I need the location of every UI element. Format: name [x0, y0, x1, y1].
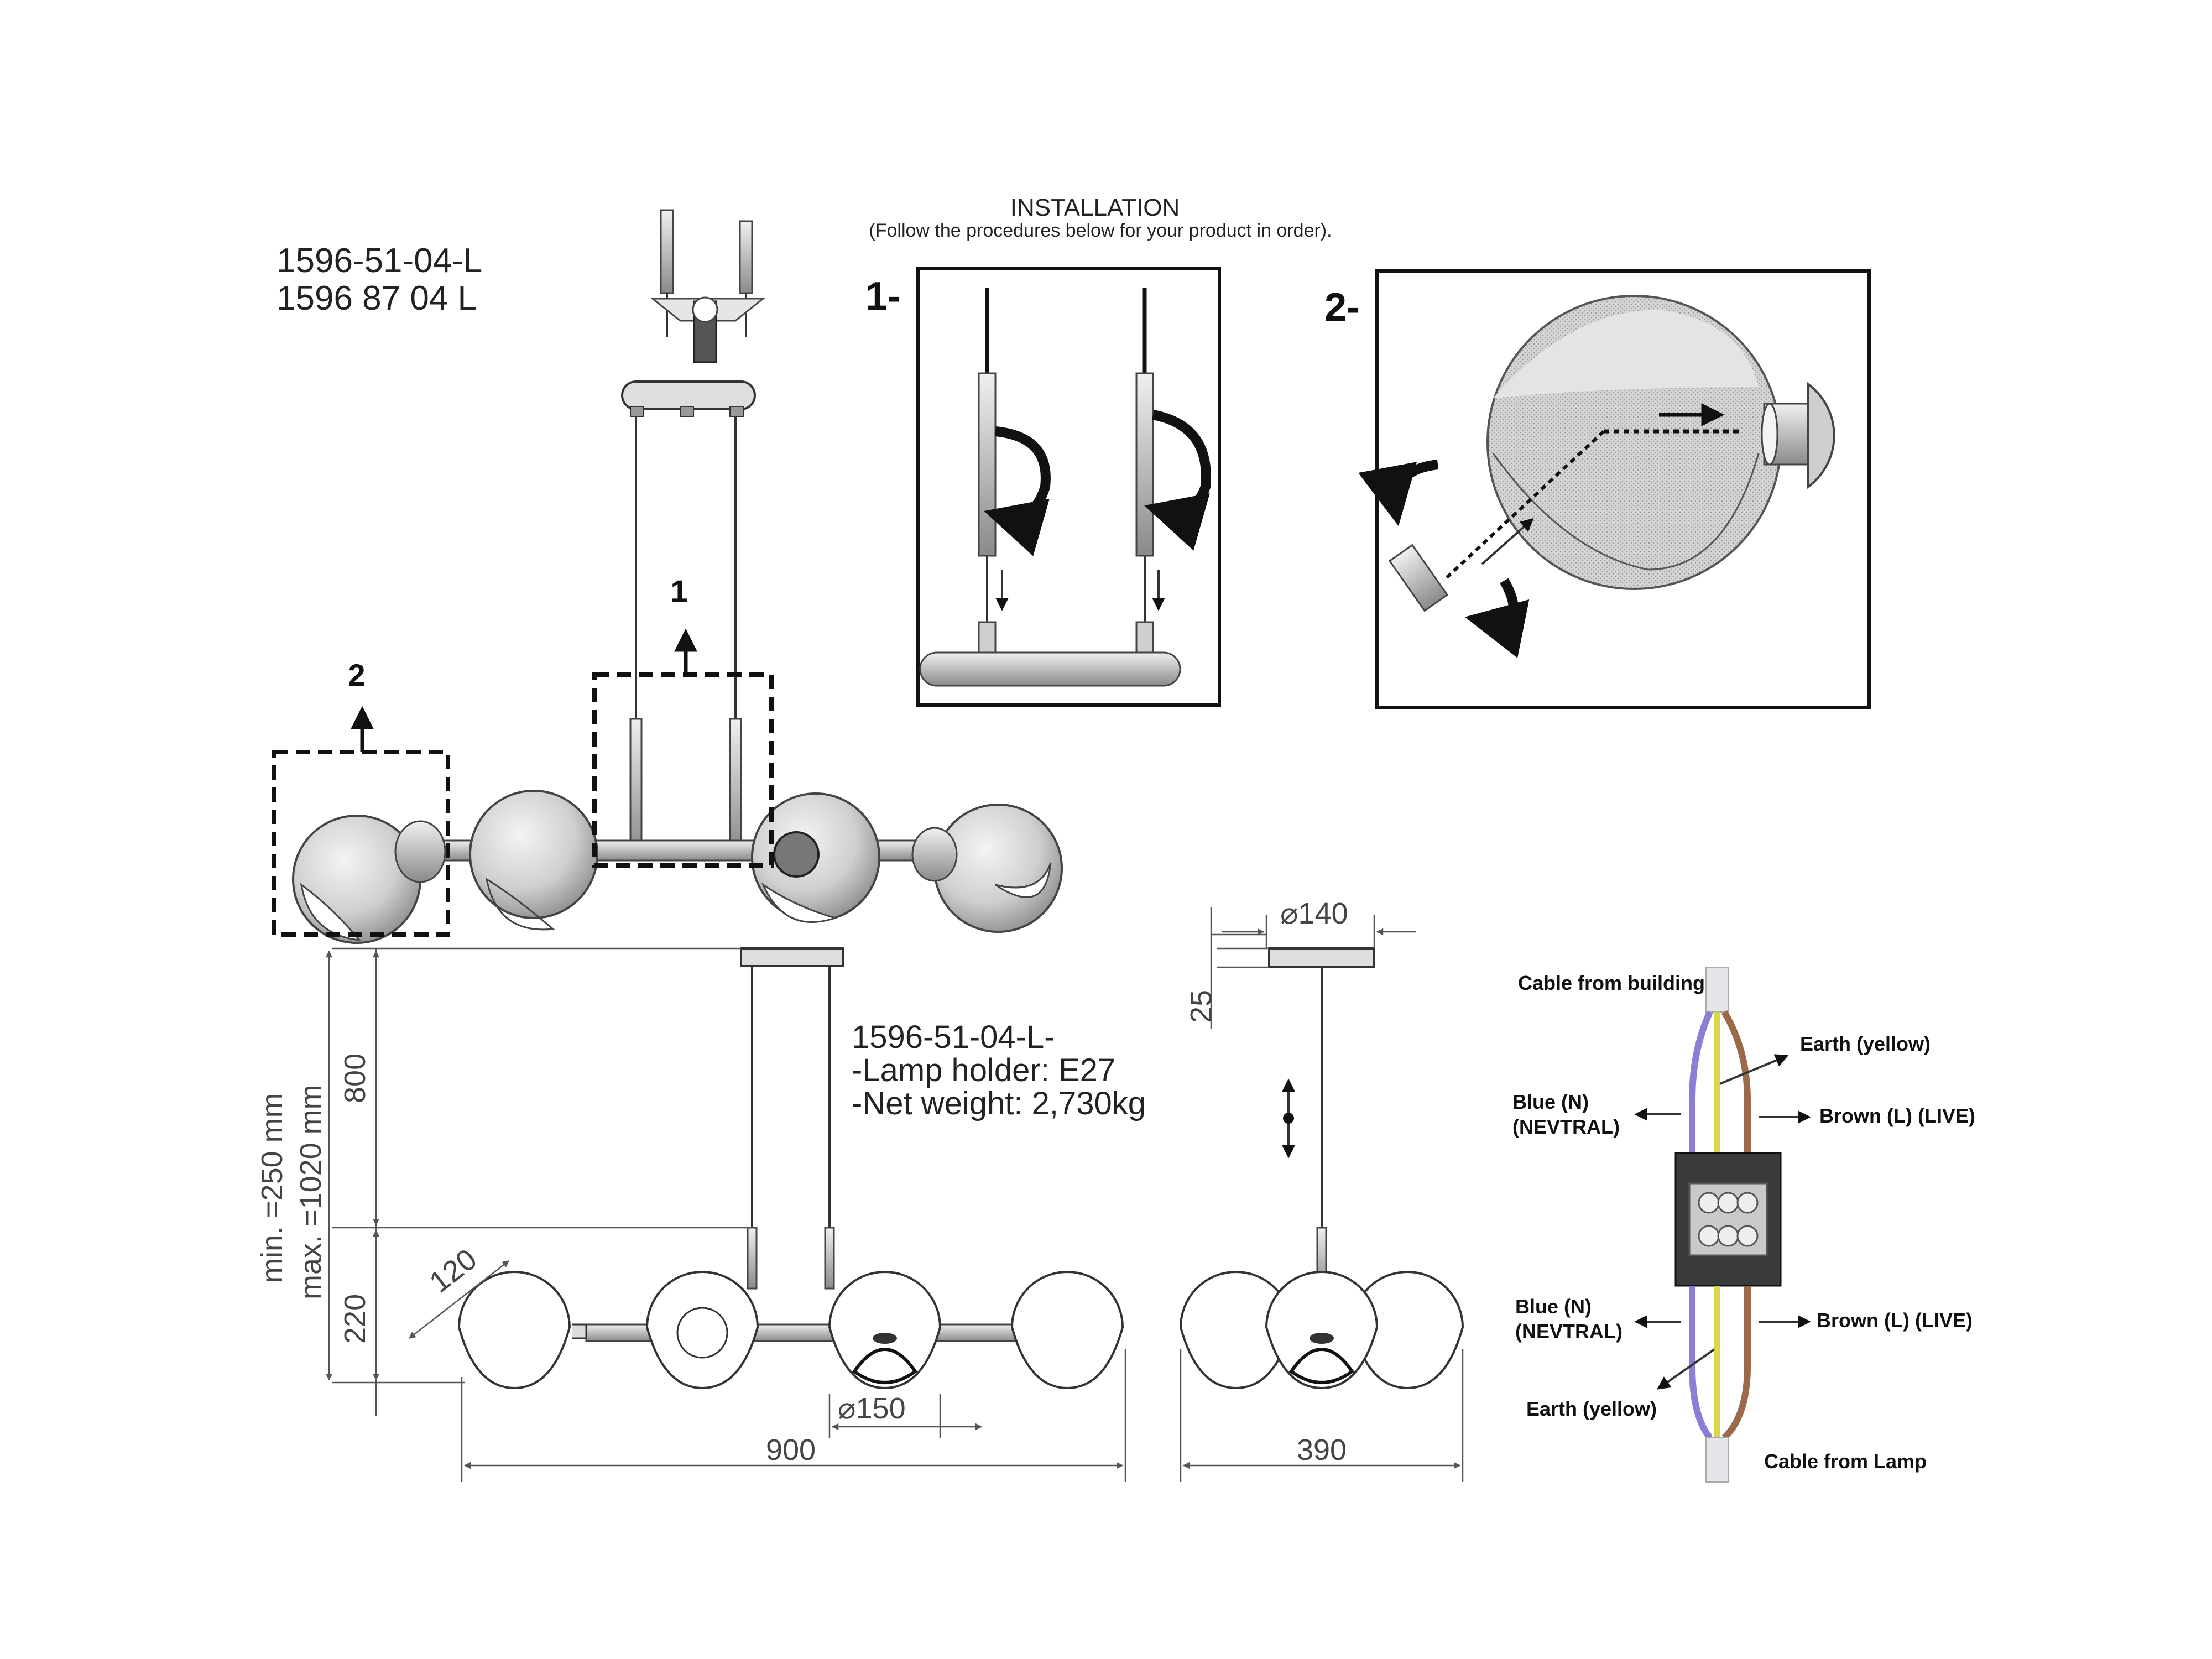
front-dimensions [325, 947, 1126, 1482]
dimension-cable-length: 800 [338, 1053, 372, 1103]
wiring-diagram [1634, 967, 1811, 1483]
step-2-label: 2- [1324, 285, 1360, 330]
label-brown-top: Brown (L) (LIVE) [1819, 1104, 1975, 1127]
callout-number-2: 2 [348, 658, 365, 692]
label-cable-from-lamp: Cable from Lamp [1764, 1450, 1927, 1473]
label-earth-top: Earth (yellow) [1800, 1032, 1931, 1055]
wire-brown-top [1721, 1010, 1751, 1156]
dimension-shade-diameter: ⌀150 [838, 1392, 906, 1425]
side-elevation-view [1179, 947, 1464, 1390]
spec-lamp-holder: -Lamp holder: E27 [852, 1052, 1115, 1088]
front-elevation-view [457, 947, 1124, 1390]
spec-net-weight: -Net weight: 2,730kg [852, 1086, 1146, 1121]
dimension-max-height: max. =1020 mm [294, 1084, 327, 1300]
step-2-panel [1358, 269, 1871, 709]
dimension-body-height: 220 [338, 1294, 372, 1344]
installation-subtitle: (Follow the procedures below for your pr… [869, 220, 1332, 241]
label-brown-bottom: Brown (L) (LIVE) [1817, 1309, 1973, 1332]
callout-box-step-2 [272, 750, 450, 937]
spec-model: 1596-51-04-L- [852, 1019, 1055, 1055]
step-1-panel [916, 267, 1221, 707]
dimension-canopy-diameter: ⌀140 [1280, 897, 1348, 930]
wire-blue-bottom [1689, 1286, 1713, 1440]
label-neutral-top: (NEVTRAL) [1512, 1115, 1620, 1138]
dimension-canopy-height: 25 [1185, 990, 1218, 1023]
wire-brown-bottom [1721, 1286, 1751, 1441]
model-code-secondary: 1596 87 04 L [276, 279, 477, 317]
dimension-min-height: min. =250 mm [255, 1093, 289, 1283]
label-blue-bottom: Blue (N) [1515, 1295, 1592, 1318]
ceiling-canopy [621, 380, 756, 410]
callout-box-step-1 [592, 672, 774, 868]
label-neutral-bottom: (NEVTRAL) [1515, 1320, 1623, 1343]
chandelier-perspective-view [292, 380, 1063, 944]
installation-title: INSTALLATION [1010, 194, 1180, 221]
model-code-primary: 1596-51-04-L [276, 242, 482, 280]
label-blue-top: Blue (N) [1512, 1091, 1589, 1113]
dimension-total-width: 900 [766, 1433, 816, 1467]
callout-number-1: 1 [670, 573, 687, 608]
mounting-hardware-exploded [650, 209, 766, 363]
dimension-total-depth: 390 [1297, 1433, 1347, 1467]
wire-blue-top [1689, 1010, 1713, 1156]
side-dimensions [1180, 907, 1464, 1482]
step-1-label: 1- [865, 274, 901, 319]
label-earth-bottom: Earth (yellow) [1526, 1397, 1657, 1420]
label-cable-from-building: Cable from building [1518, 972, 1705, 994]
globe-shade-2 [469, 790, 598, 919]
